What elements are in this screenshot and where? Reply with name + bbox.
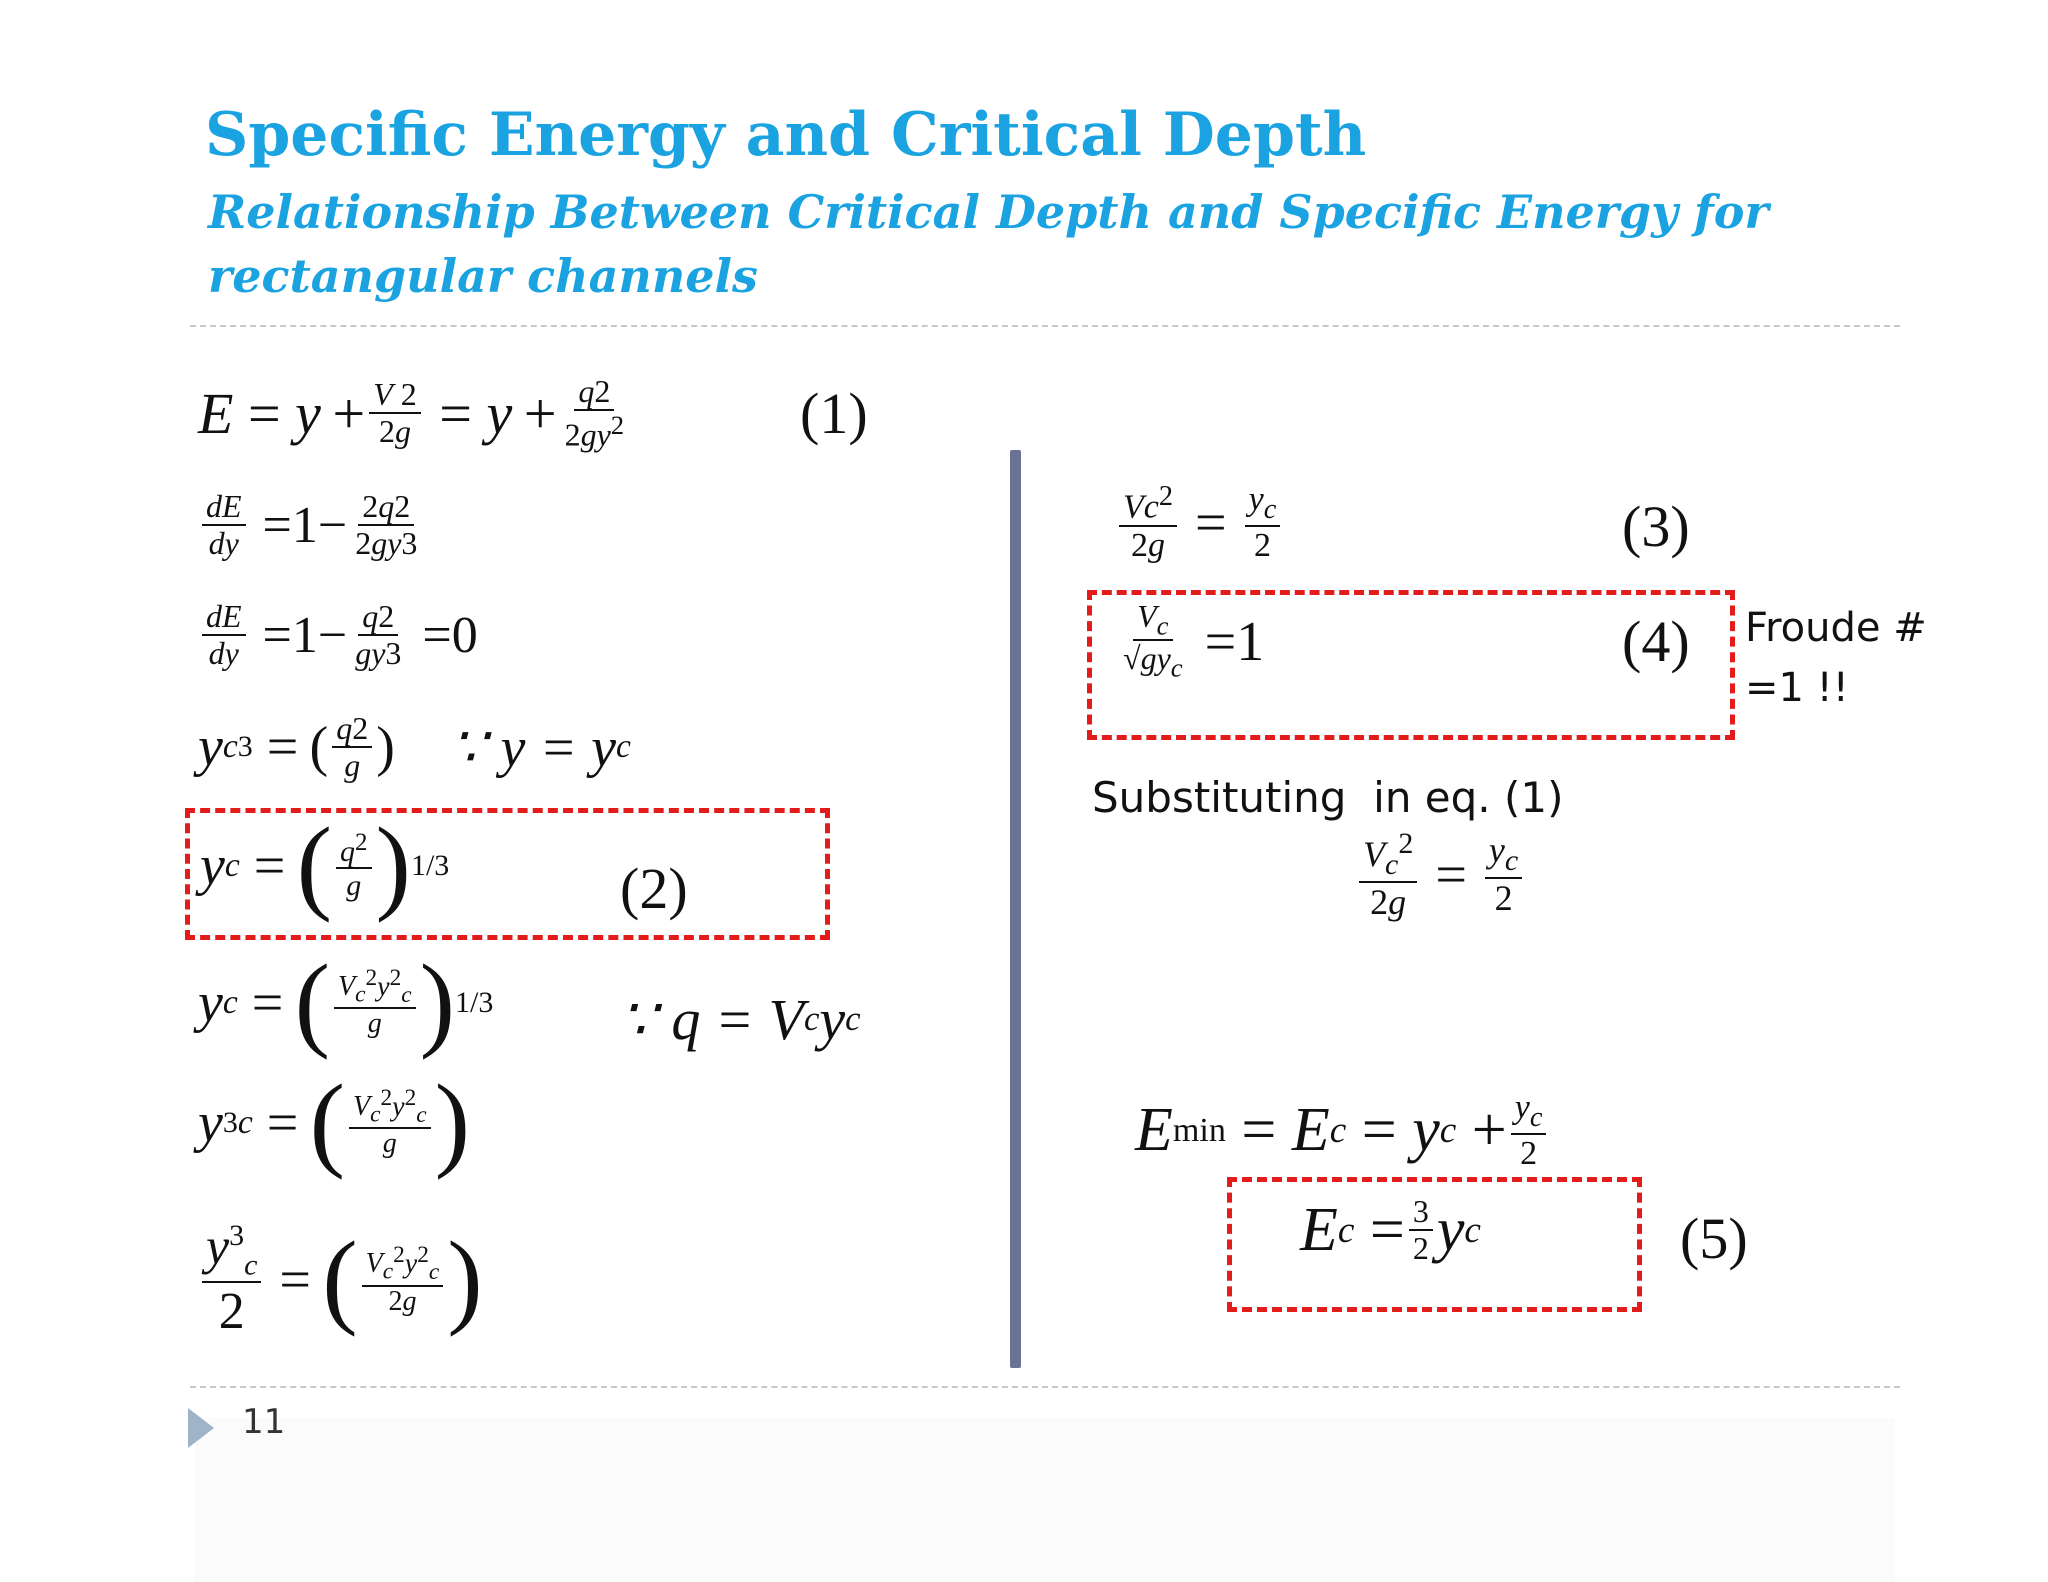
equation-3-number: (3) [1622,494,1690,559]
top-divider [190,325,1900,327]
highlight-box-eq4 [1087,590,1735,740]
highlight-box-eq2 [185,808,830,940]
slide-subtitle: Relationship Between Critical Depth and … [208,185,1769,303]
footer-background [195,1418,1895,1582]
equation-1-number: (1) [800,381,868,446]
page-number: 11 [242,1402,286,1442]
slide-bullet-icon [188,1408,214,1448]
slide-title: Specific Energy and Critical Depth [205,100,1367,170]
equation-4: Vc√gyc =1 [1123,598,1265,683]
equation-5-number: (5) [1680,1206,1748,1271]
froude-note-line1: Froude # [1745,605,1927,651]
equation-2-number: (2) [620,856,688,921]
highlight-box-eq5 [1227,1177,1642,1312]
equation-4-number: (4) [1622,609,1690,674]
because-y-text: ∵ y = y [450,716,617,779]
substituting-text: Substituting in eq. (1) [1092,773,1564,822]
because-q-text: ∵ q = V [620,987,804,1052]
column-divider [1010,450,1021,1368]
bottom-divider [190,1386,1900,1388]
froude-note-line2: =1 !! [1745,665,1849,711]
